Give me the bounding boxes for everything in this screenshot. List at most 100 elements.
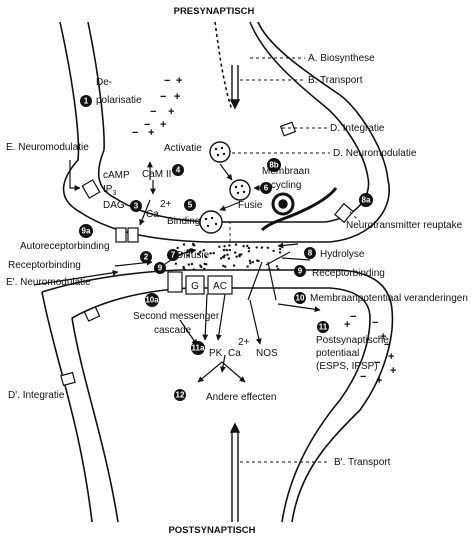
neurotransmitter-dot <box>209 252 211 254</box>
neurotransmitter-dot <box>246 245 248 247</box>
label-esps-ipsp: (ESPS, IPSP) <box>316 361 378 372</box>
label-pk: PK <box>209 348 223 359</box>
svg-text:−: − <box>160 91 166 103</box>
step-badge-6: 6 <box>260 182 272 194</box>
neurotransmitter-dot <box>229 249 231 251</box>
step-badge-9a: 9a <box>79 224 93 238</box>
neurotransmitter-dot <box>223 245 225 247</box>
label-integratie-d-prime: D'. Integratie <box>8 390 65 401</box>
svg-text:+: + <box>174 91 180 103</box>
label-neuromodulatie-e-prime: E'. Neuromodulatie <box>6 277 91 288</box>
label-diffusie: Diffusie <box>176 250 210 261</box>
svg-text:10a: 10a <box>145 296 159 305</box>
label-autoreceptorbinding: Autoreceptorbinding <box>20 241 110 252</box>
label-ca-charge: 2+ <box>160 199 172 210</box>
svg-text:9: 9 <box>158 264 163 273</box>
neurotransmitter-dot <box>226 249 228 251</box>
label-activatie: Activatie <box>164 143 202 154</box>
step-badge-8a: 8a <box>359 193 373 207</box>
svg-text:2: 2 <box>144 253 149 262</box>
step-badge-10: 10 <box>294 292 306 304</box>
neurotransmitter-dot <box>175 263 177 265</box>
neurotransmitter-dot <box>213 252 215 254</box>
neurotransmitter-dot <box>252 261 254 263</box>
step-badge-11: 11 <box>317 321 329 333</box>
neurotransmitter-dot <box>246 265 248 267</box>
neurotransmitter-dot <box>188 263 190 265</box>
label-hydrolyse: Hydrolyse <box>320 249 365 260</box>
step-badge-8b: 8b <box>267 158 281 172</box>
neurotransmitter-dot <box>277 268 279 270</box>
svg-text:+: + <box>388 351 394 363</box>
adenylate-cyclase-label: AC <box>213 281 227 292</box>
label-potentiaal: potentiaal <box>316 348 359 359</box>
label-receptorbinding-left: Receptorbinding <box>8 260 81 271</box>
svg-text:−: − <box>350 311 356 323</box>
step-badge-5: 5 <box>184 199 196 211</box>
neurotransmitter-dot <box>238 255 240 257</box>
svg-text:+: + <box>160 119 166 131</box>
neurotransmitter-dot <box>191 263 193 265</box>
label-neuromodulatie-e: E. Neuromodulatie <box>6 142 89 153</box>
svg-text:+: + <box>376 375 382 387</box>
neurotransmitter-dot <box>228 257 230 259</box>
label-camp: cAMP <box>103 170 130 181</box>
step-badge-1: 1 <box>80 95 92 107</box>
g-protein-label: G <box>191 281 199 292</box>
neurotransmitter-dot <box>193 268 195 270</box>
step-badge-4: 4 <box>172 164 184 176</box>
neurotransmitter-dot <box>223 254 225 256</box>
label-transport: B. Transport <box>308 75 363 86</box>
neurotransmitter-dot <box>248 247 250 249</box>
svg-text:4: 4 <box>176 166 181 175</box>
svg-text:−: − <box>384 339 390 351</box>
svg-text:10: 10 <box>296 294 305 303</box>
svg-text:8a: 8a <box>362 196 371 205</box>
neurotransmitter-dot <box>177 247 179 249</box>
label-cascade: cascade <box>154 325 192 336</box>
neurotransmitter-dot <box>276 265 278 267</box>
svg-text:−: − <box>150 106 156 118</box>
svg-text:−: − <box>164 75 170 87</box>
neurotransmitter-dot <box>224 266 226 268</box>
step-badge-7: 7 <box>167 249 179 261</box>
neurotransmitter-dot <box>279 251 281 253</box>
svg-text:−: − <box>372 317 378 329</box>
svg-text:+: + <box>168 106 174 118</box>
neurotransmitter-dot <box>279 248 281 250</box>
svg-text:12: 12 <box>176 391 185 400</box>
neurotransmitter-dot <box>203 268 205 270</box>
label-nos: NOS <box>256 348 278 359</box>
neurotransmitter-dot <box>184 269 186 271</box>
postsynaptic-title: POSTSYNAPTISCH <box>168 525 255 536</box>
neurotransmitter-dot <box>242 245 244 247</box>
svg-text:−: − <box>132 127 138 139</box>
label-binding: Binding <box>167 216 200 227</box>
neurotransmitter-dot <box>223 249 225 251</box>
neurotransmitter-dot <box>249 260 251 262</box>
neurotransmitter-dot <box>272 250 274 252</box>
label-camii: CaM II <box>142 169 171 180</box>
svg-text:+: + <box>176 75 182 87</box>
label-neuromodulatie-d: D. Neuromodulatie <box>333 148 417 159</box>
label-ca-post-charge: 2+ <box>238 337 250 348</box>
step-badge-8: 8 <box>304 247 316 259</box>
neurotransmitter-dot <box>218 246 220 248</box>
svg-text:−: − <box>374 357 380 369</box>
label-ca-post: Ca <box>228 348 241 359</box>
neurotransmitter-dot <box>226 254 228 256</box>
neurotransmitter-dot <box>267 247 269 249</box>
neurotransmitter-dot <box>249 262 251 264</box>
label-reuptake: Neurotransmitter reuptake <box>346 220 463 231</box>
svg-text:5: 5 <box>188 201 193 210</box>
neurotransmitter-dot <box>220 257 222 259</box>
neurotransmitter-dot <box>199 264 201 266</box>
svg-text:6: 6 <box>264 184 269 193</box>
step-badge-9-left: 9 <box>154 262 166 274</box>
presynaptic-title: PRESYNAPTISCH <box>174 6 255 17</box>
step-badge-2: 2 <box>140 251 152 263</box>
label-biosynthese: A. Biosynthese <box>308 53 375 64</box>
label-receptorbinding-right: Receptorbinding <box>312 268 385 279</box>
neurotransmitter-dot <box>261 246 263 248</box>
svg-text:8b: 8b <box>269 161 278 170</box>
